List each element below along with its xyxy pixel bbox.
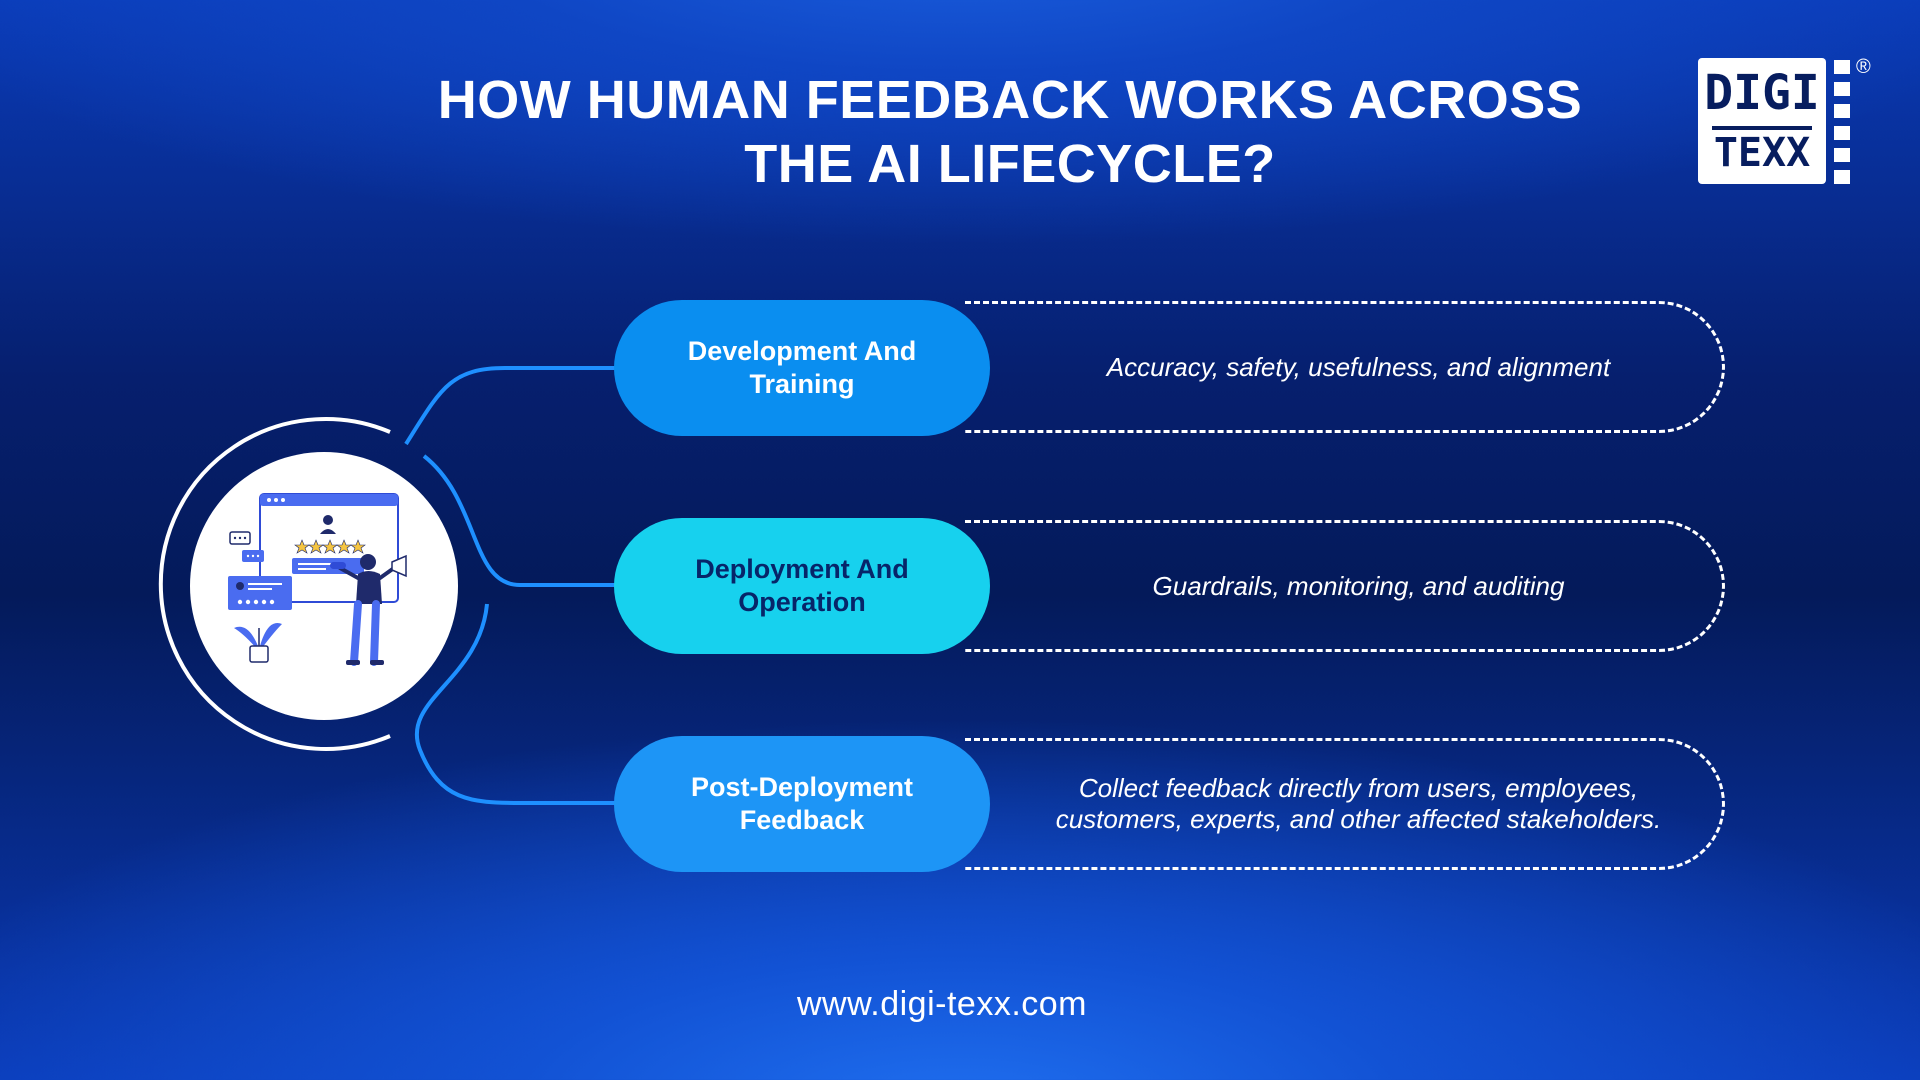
- stage-description: Guardrails, monitoring, and auditing: [1152, 570, 1565, 601]
- footer-url: www.digi-texx.com: [796, 985, 1087, 1023]
- stage-label-line-2: Feedback: [739, 805, 865, 835]
- logo-strip-5: [1834, 148, 1850, 162]
- stage-pill-development: Development And Training: [614, 300, 990, 436]
- stage-label-line-1: Deployment And: [695, 554, 909, 584]
- stage-pill-post-deployment: Post-Deployment Feedback: [614, 736, 990, 872]
- stage-label-line-2: Training: [749, 369, 855, 399]
- outer-ring-arc: [158, 417, 391, 751]
- feedback-rating-illustration: [228, 493, 407, 666]
- title-line-2: THE AI LIFECYCLE?: [744, 134, 1276, 194]
- stage-description-box: Collect feedback directly from users, em…: [965, 738, 1725, 870]
- stage-label: Post-Deployment Feedback: [691, 771, 913, 837]
- logo-strip-6: [1834, 170, 1850, 184]
- stage-label-line-1: Post-Deployment: [690, 772, 914, 802]
- logo-strip-3: [1834, 104, 1850, 118]
- stage-label: Deployment And Operation: [695, 553, 909, 619]
- logo-box: DIGI TEXX: [1698, 58, 1826, 184]
- logo-strip-4: [1834, 126, 1850, 140]
- logo-divider: [1712, 126, 1812, 130]
- stage-description-box: Guardrails, monitoring, and auditing: [965, 520, 1725, 652]
- stage-label-line-1: Development And: [687, 336, 917, 366]
- stage-label: Development And Training: [688, 335, 917, 401]
- logo-text-bottom: TEXX: [1713, 130, 1811, 176]
- logo-strip-2: [1834, 82, 1850, 96]
- connector-middle: [422, 454, 616, 587]
- logo-strip-1: [1834, 60, 1850, 74]
- connector-bottom: [414, 603, 616, 805]
- connector-top: [404, 366, 616, 446]
- brand-logo: DIGI TEXX ®: [1698, 56, 1873, 188]
- logo-text-top: DIGI: [1704, 65, 1820, 121]
- stage-description-box: Accuracy, safety, usefulness, and alignm…: [965, 301, 1725, 433]
- stage-description: Collect feedback directly from users, em…: [1055, 773, 1662, 834]
- stage-description: Accuracy, safety, usefulness, and alignm…: [1106, 351, 1611, 382]
- stage-label-line-2: Operation: [738, 587, 866, 617]
- page-title: HOW HUMAN FEEDBACK WORKS ACROSS THE AI L…: [0, 68, 1920, 196]
- registered-mark: ®: [1856, 56, 1871, 78]
- stage-pill-deployment: Deployment And Operation: [614, 518, 990, 654]
- illustration-circle: [190, 452, 458, 720]
- title-line-1: HOW HUMAN FEEDBACK WORKS ACROSS: [437, 70, 1583, 130]
